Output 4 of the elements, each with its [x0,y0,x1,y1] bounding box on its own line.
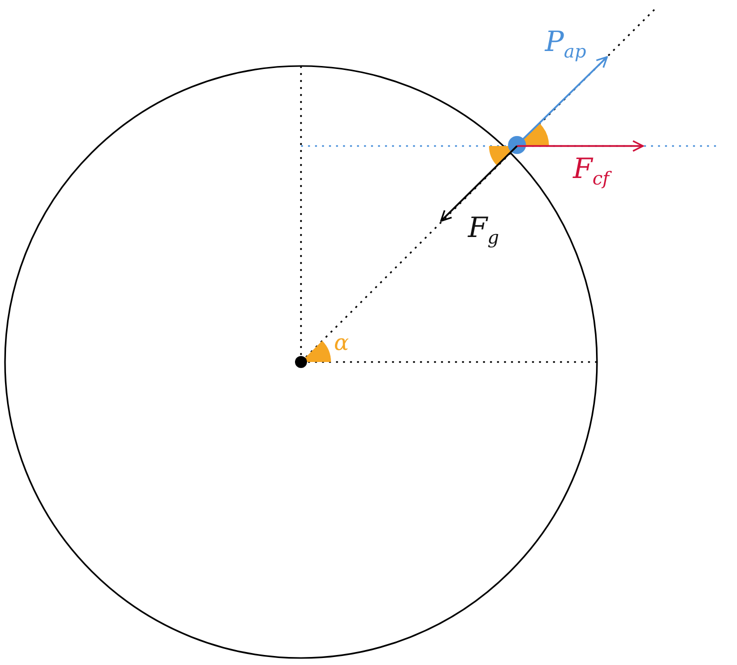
angle-label: α [334,333,349,355]
force-label: F$_{g}$ [468,214,499,248]
force-label: F$_{cf}$ [573,155,610,189]
force-label: P$_{ap}$ [545,28,586,62]
